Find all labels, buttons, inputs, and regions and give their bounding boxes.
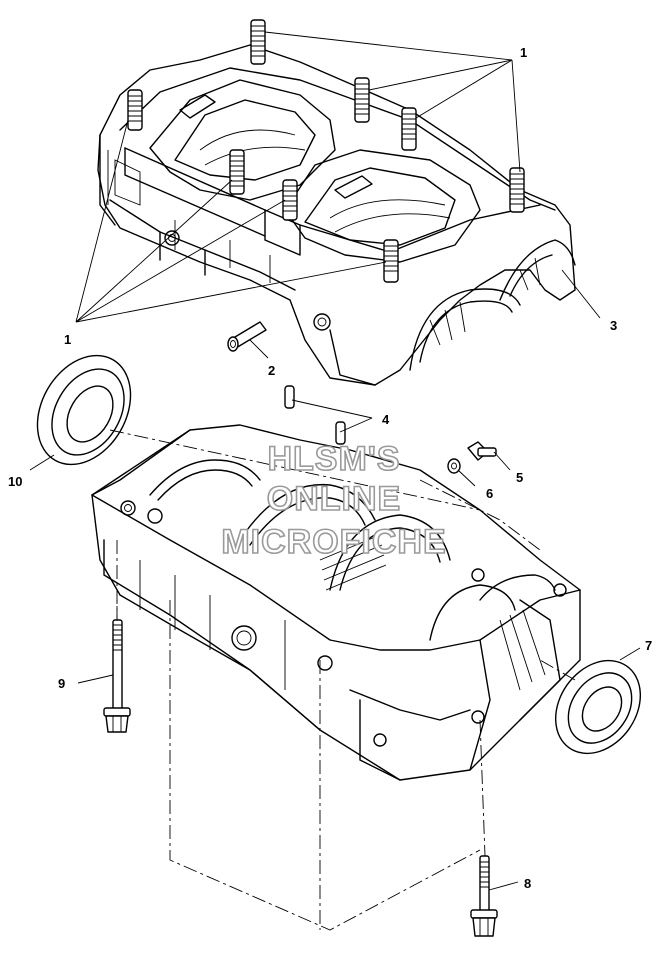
- callout-10: 10: [8, 474, 22, 489]
- watermark: HLSM'S ONLINE MICROFICHE: [221, 439, 447, 562]
- stud: [401, 107, 417, 151]
- callout-7: 7: [645, 638, 652, 653]
- stud: [509, 167, 525, 213]
- leaders-item-1: [75, 31, 521, 323]
- stud: [383, 239, 399, 283]
- callout-9: 9: [58, 676, 65, 691]
- upper-crankcase: [97, 44, 576, 386]
- watermark-line-1: HLSM'S: [267, 440, 400, 478]
- callout-5: 5: [516, 470, 523, 485]
- stud: [250, 19, 266, 65]
- callout-3: 3: [610, 318, 617, 333]
- bolt-and-washer: [447, 441, 511, 487]
- alignment-lines: [109, 429, 576, 931]
- stud: [282, 179, 298, 221]
- seal-right: [554, 647, 642, 755]
- stud: [127, 89, 143, 131]
- callout-1-top: 1: [520, 45, 527, 60]
- watermark-line-2: ONLINE: [267, 480, 401, 518]
- oil-fitting: [227, 321, 269, 359]
- leader-item-3: [561, 269, 601, 319]
- cylinder-studs: [127, 19, 525, 283]
- watermark-line-3: MICROFICHE: [221, 523, 446, 561]
- lower-crankcase: [91, 424, 581, 781]
- callout-labels: 1 1 2 3 4 5 6 7 8 9 10: [8, 45, 652, 891]
- seal-left: [29, 354, 132, 471]
- bolt-item-8: [470, 855, 519, 937]
- callout-6: 6: [486, 486, 493, 501]
- callout-2: 2: [268, 363, 275, 378]
- dowel-pins: [284, 385, 373, 445]
- bolt-item-9: [77, 619, 131, 733]
- callout-8: 8: [524, 876, 531, 891]
- callout-1-left: 1: [64, 332, 71, 347]
- stud: [229, 149, 245, 195]
- stud: [354, 77, 370, 123]
- callout-4: 4: [382, 412, 390, 427]
